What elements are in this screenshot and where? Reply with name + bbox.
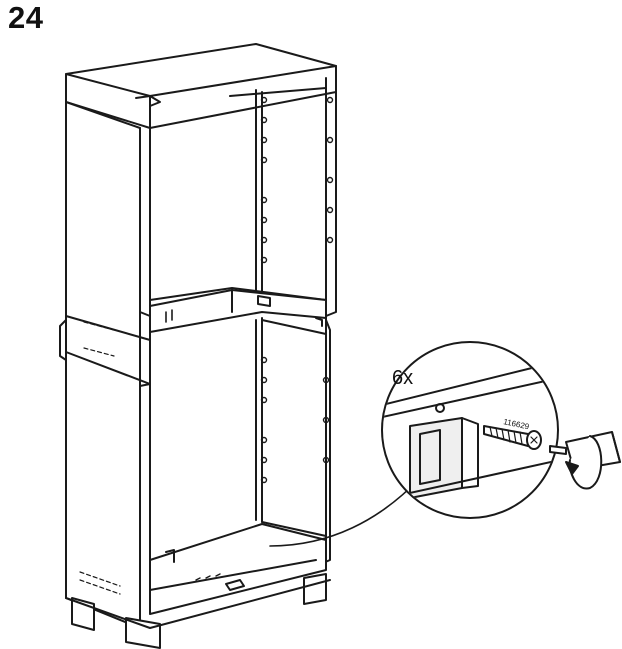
cabinet-foot-front — [125, 617, 161, 649]
lower-compartment — [261, 319, 327, 541]
detail-callout — [381, 341, 621, 519]
cabinet-foot-left — [71, 597, 95, 631]
cabinet-foot-right — [303, 573, 327, 605]
quantity-label: 6x — [392, 367, 413, 389]
cabinet — [59, 43, 337, 649]
screw-icon — [483, 425, 542, 450]
cabinet-bottom-panel — [149, 523, 327, 615]
step-number: 24 — [8, 0, 44, 35]
callout-leader-line — [269, 477, 421, 547]
callout-panel-edge — [383, 365, 541, 407]
upper-compartment — [149, 127, 327, 301]
clockwise-rotation-arrow-icon — [565, 435, 603, 490]
shelf-pin-holes — [260, 96, 334, 484]
cabinet-left-side-panel — [59, 101, 151, 629]
